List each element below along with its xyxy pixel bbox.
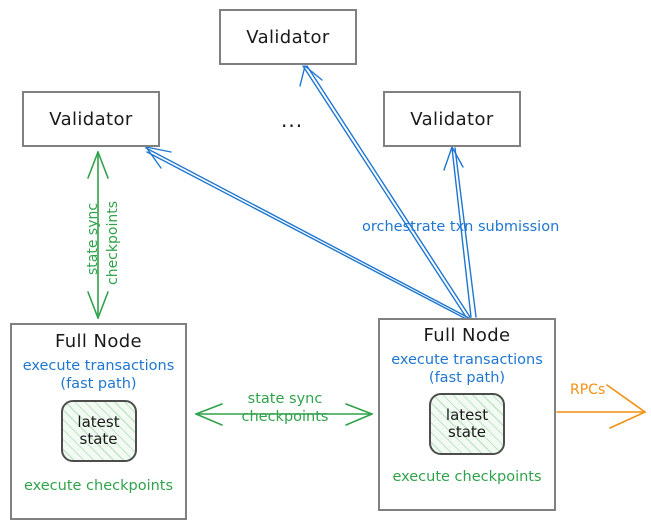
state-sync-vertical-arrow: [87, 151, 109, 319]
edge-fullnode-right-to-validator-left-b: [146, 151, 473, 323]
rpcs-head-b: [609, 411, 646, 429]
state-sync-horizontal-arrow: [195, 403, 373, 426]
fullnode-right-state-line-1: latest: [445, 405, 489, 424]
validator-left-label: Validator: [49, 108, 133, 130]
state-sync-horizontal-head-right-b: [345, 413, 373, 426]
fullnode-right-blue-line-2: (fast path): [428, 370, 506, 387]
rpcs-head-a: [606, 384, 646, 413]
fullnode-right-green-text: execute checkpoints: [392, 469, 542, 486]
fullnode-right-latest-state-box[interactable]: latest state: [429, 393, 505, 456]
fullnode-right-blue-text: execute transactions (fast path): [391, 351, 543, 387]
state-sync-horizontal-head-left-b: [195, 413, 223, 426]
fullnode-right-blue-line-1: execute transactions: [391, 352, 543, 368]
state-sync-vertical-label-line-1: state sync: [85, 202, 101, 275]
edge-fullnode-right-to-validator-top-b: [302, 65, 467, 318]
edge-fullnode-right-to-validator-right-a: [451, 147, 472, 318]
rpcs-label: RPCs: [570, 382, 606, 398]
fullnode-left-blue-text: execute transactions (fast path): [23, 357, 175, 393]
arrowhead-validator-left-a: [145, 146, 172, 153]
orchestrate-txn-submission-label: orchestrate txn submission: [362, 219, 560, 235]
state-sync-horizontal-label: state sync checkpoints: [225, 390, 345, 426]
validator-right-box[interactable]: Validator: [383, 91, 521, 147]
state-sync-horizontal-head-left-a: [195, 403, 223, 415]
state-sync-vertical-head-top-a: [87, 151, 99, 179]
fullnode-left-state-line-2: state: [79, 430, 118, 449]
blue-arrowheads: [145, 65, 464, 171]
state-sync-vertical-head-bot-b: [97, 291, 109, 319]
fullnode-left-state-line-1: latest: [77, 412, 120, 431]
fullnode-left-latest-state-box[interactable]: latest state: [60, 400, 137, 463]
state-sync-vertical-head-top-b: [97, 151, 109, 179]
state-sync-vertical-label-line-2: checkpoints: [105, 201, 121, 285]
fullnode-left-box[interactable]: Full Node execute transactions (fast pat…: [10, 323, 187, 520]
rpcs-arrow: [556, 384, 646, 429]
fullnode-left-blue-line-2: (fast path): [60, 376, 137, 393]
fullnode-right-state-line-2: state: [448, 423, 486, 442]
validators-ellipsis: ...: [281, 108, 304, 132]
edge-fullnode-right-to-validator-left-a: [145, 147, 470, 319]
validator-top-label: Validator: [246, 26, 330, 48]
state-sync-vertical-head-bot-a: [87, 291, 99, 319]
arrowhead-validator-right-b: [451, 146, 464, 168]
fullnode-left-blue-line-1: execute transactions: [22, 358, 175, 374]
fullnode-left-title: Full Node: [54, 331, 143, 352]
arrowhead-validator-left-b: [145, 146, 162, 169]
state-sync-horizontal-line-1: state sync: [247, 391, 323, 407]
orchestrate-txn-edges: [145, 65, 477, 323]
edge-fullnode-right-to-validator-top-a: [306, 65, 471, 318]
arrowhead-validator-top-a: [299, 65, 306, 87]
validator-right-label: Validator: [410, 108, 494, 130]
state-sync-horizontal-head-right-a: [345, 403, 373, 415]
fullnode-right-box[interactable]: Full Node execute transactions (fast pat…: [378, 318, 556, 511]
validator-left-box[interactable]: Validator: [22, 91, 160, 147]
validator-top-box[interactable]: Validator: [219, 9, 357, 65]
fullnode-right-title: Full Node: [423, 325, 511, 346]
edge-fullnode-right-to-validator-right-b: [454, 147, 477, 318]
arrowhead-validator-top-b: [304, 65, 323, 81]
state-sync-horizontal-line-2: checkpoints: [241, 409, 329, 426]
arrowhead-validator-right-a: [443, 146, 453, 171]
fullnode-left-green-text: execute checkpoints: [23, 478, 174, 495]
